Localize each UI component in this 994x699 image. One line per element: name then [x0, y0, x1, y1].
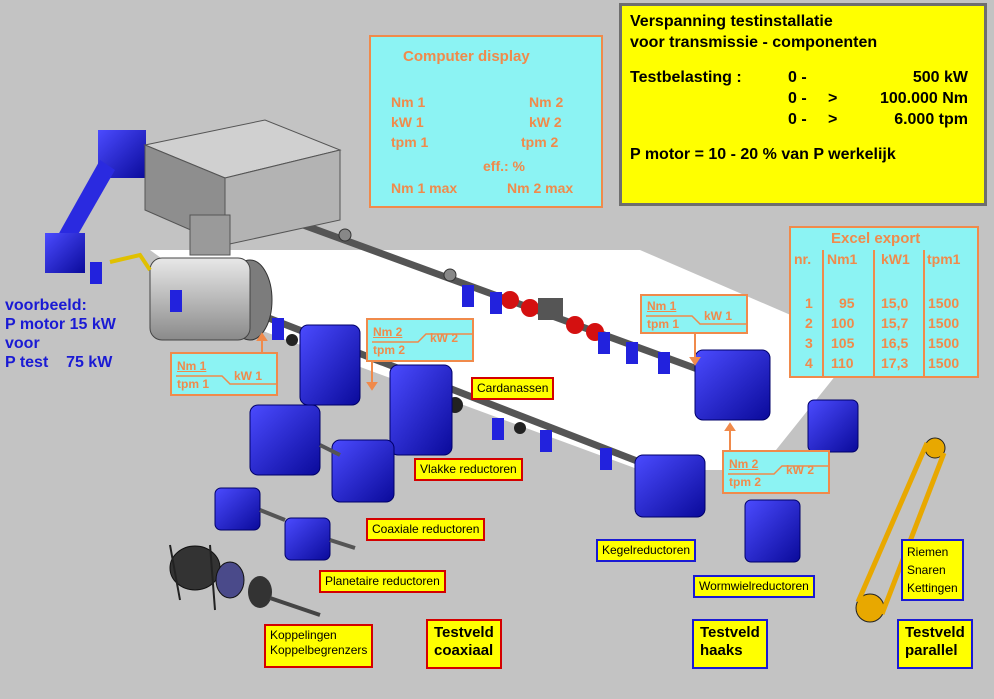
label-testveld-haaks: Testveld haaks	[692, 619, 768, 669]
info-title-line1: Verspanning testinstallatie	[630, 13, 833, 30]
label-coaxiale-reductoren: Coaxiale reductoren	[366, 518, 486, 541]
gearbox	[249, 404, 321, 476]
load-machine-foot	[189, 214, 231, 256]
excel-header: Nm1	[827, 251, 858, 267]
label-vlakke-reductoren: Vlakke reductoren	[414, 458, 523, 481]
label-testveld-coaxiaal: Testveld coaxiaal	[426, 619, 502, 669]
excel-header: tpm1	[927, 251, 961, 267]
info-row-3: 0 - > 6.000 tpm	[788, 111, 968, 128]
example-text: voorbeeld: P motor 15 kW voor P test 75 …	[5, 297, 116, 371]
measurement-tag-center: Nm 2 tpm 2 kW 2	[366, 318, 474, 362]
label-testveld-parallel: Testveld parallel	[897, 619, 973, 669]
frame-post-bottom	[45, 233, 85, 273]
test-specification-box: Verspanning testinstallatie voor transmi…	[619, 3, 987, 206]
red-coupling	[521, 299, 539, 317]
label-riemen: Riemen Snaren Kettingen	[901, 539, 964, 601]
measurement-tag-right-bottom: Nm 2 tpm 2 kW 2	[722, 450, 830, 494]
info-title-line2: voor transmissie - componenten	[630, 34, 878, 51]
gearbox	[807, 399, 859, 453]
gearbox	[284, 517, 331, 561]
gearbox	[331, 439, 395, 503]
gearbox	[214, 487, 261, 531]
testload-label: Testbelasting :	[630, 69, 742, 86]
measurement-tag-left: Nm 1 tpm 1 kW 1	[170, 352, 278, 396]
measurement-tag-right-top: Nm 1 tpm 1 kW 1	[640, 294, 748, 334]
excel-header: nr.	[794, 251, 812, 267]
excel-export-table: Excel export nr. Nm1 kW1 tpm1 1 95 15,0 …	[789, 226, 979, 378]
label-planetaire-reductoren: Planetaire reductoren	[319, 570, 446, 593]
label-wormwielreductoren: Wormwielreductoren	[693, 575, 815, 598]
gearbox	[389, 364, 453, 456]
label-koppelingen: Koppelingen Koppelbegrenzers	[264, 624, 374, 668]
info-row-2: 0 - > 100.000 Nm	[788, 90, 968, 107]
label-kegelreductoren: Kegelreductoren	[596, 539, 697, 562]
info-row-1: Testbelasting : 0 - 500 kW	[630, 69, 968, 86]
coupling-assembly	[169, 544, 321, 617]
belt-drive	[855, 437, 947, 623]
gearbox	[634, 454, 706, 518]
motor-body	[149, 257, 251, 341]
frame-arm	[58, 160, 115, 245]
excel-title: Excel export	[831, 230, 921, 247]
gearbox	[694, 349, 771, 421]
motor-ratio-line: P motor = 10 - 20 % van P werkelijk	[630, 146, 896, 163]
excel-header: kW1	[881, 251, 910, 267]
gearbox	[744, 499, 801, 563]
label-cardanassen: Cardanassen	[471, 377, 555, 400]
red-coupling	[501, 291, 519, 309]
display-title: Computer display	[403, 48, 530, 65]
computer-display-panel: Computer display Nm 1 Nm 2 kW 1 kW 2 tpm…	[369, 35, 603, 208]
gearbox	[299, 324, 361, 406]
red-coupling	[566, 316, 584, 334]
